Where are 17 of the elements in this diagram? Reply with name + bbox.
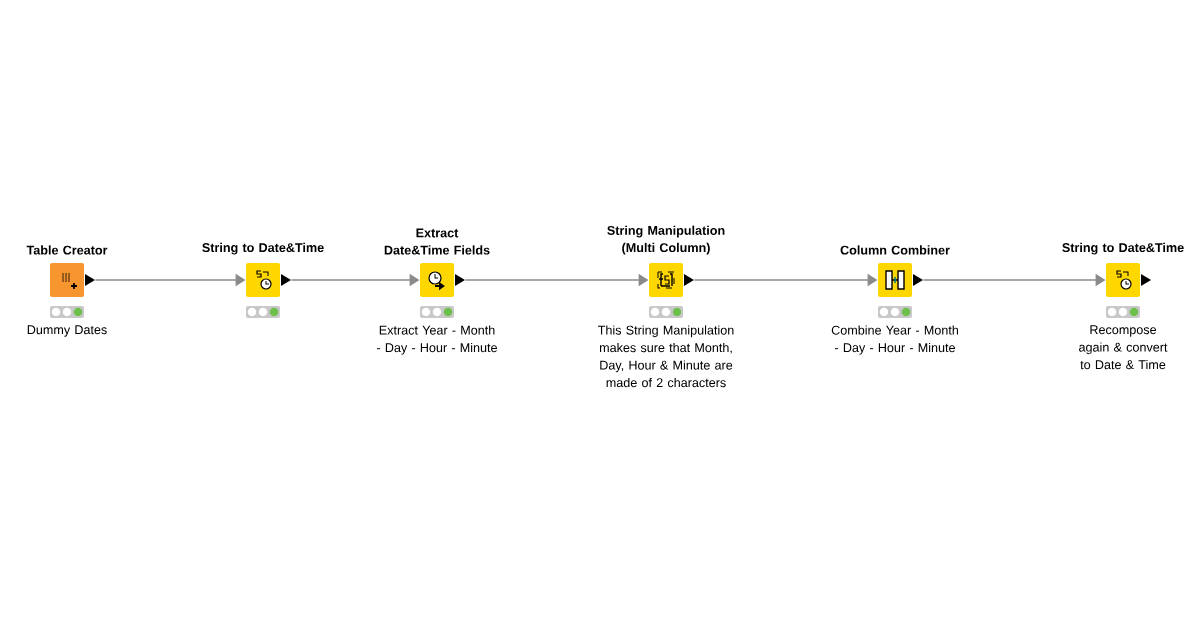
node-label: String Manipulation (Multi Column) — [607, 225, 725, 255]
node-label: Table Creator — [26, 245, 108, 255]
node-annotation: Recompose again & convert to Date & Time — [1079, 325, 1168, 370]
node-label: Extract Date&Time Fields — [384, 228, 490, 255]
node-annotation: Dummy Dates — [27, 325, 107, 337]
node-box: String to Date&Time — [202, 242, 324, 297]
node-label: Column Combiner — [840, 245, 950, 255]
node-box: String Manipulation (Multi Column) — [607, 225, 725, 297]
node-box: Extract Date&Time Fields — [384, 228, 490, 297]
node-annotation: Combine Year - Month - Day - Hour - Minute — [831, 325, 958, 355]
node-label: String to Date&Time — [202, 242, 324, 255]
node-annotation: Extract Year - Month - Day - Hour - Minute — [377, 325, 497, 355]
node-box: Column Combiner — [840, 245, 950, 297]
node-box: Table Creator — [26, 245, 108, 297]
node-box: String to Date&Time — [1062, 242, 1184, 297]
node-annotation: This String Manipulation makes sure that Month, Day, Hour & Minute are made of 2 characters — [598, 325, 734, 388]
node-label: String to Date&Time — [1062, 242, 1184, 255]
